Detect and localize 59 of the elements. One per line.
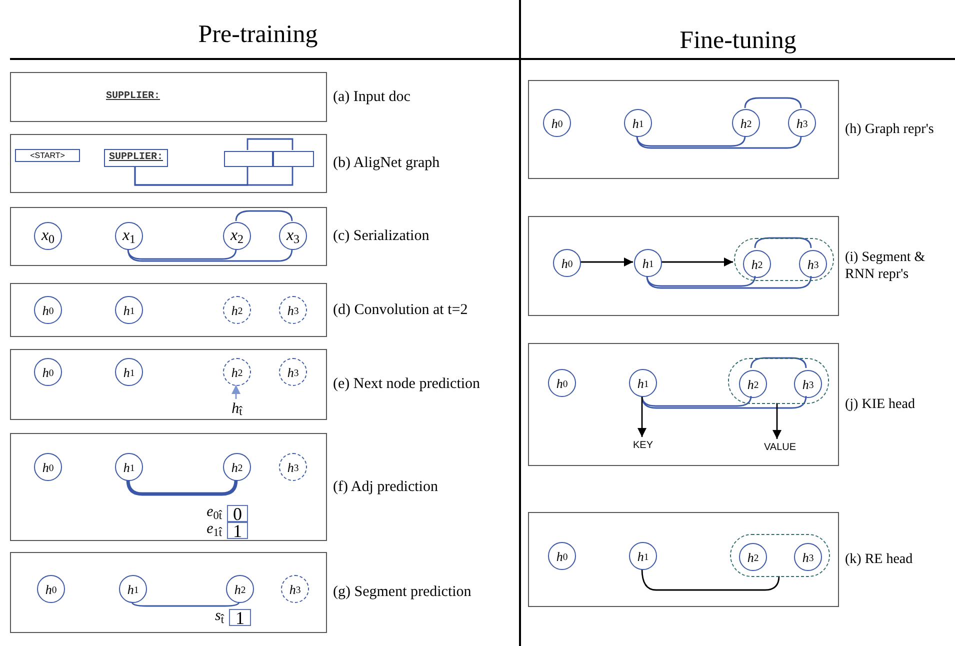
node-label: KEY [623,438,663,454]
connector-line [636,136,802,149]
panel-frame [10,134,327,193]
connector-line [641,396,807,409]
panel-label: (c) Serialization [333,227,430,246]
arrow [661,258,733,266]
arrow [772,403,782,439]
arrow [232,385,240,399]
value-box: 1 [229,609,251,626]
connector-line [641,568,780,591]
dashed-group-outline [734,238,834,281]
panel-label: (b) AligNet graph [333,154,440,174]
arrow [580,258,633,266]
panel-label: (f) Adj prediction [333,478,438,497]
connector-line [646,276,812,289]
panel-frame [528,512,839,607]
panel-label: (h) Graph repr's [845,120,934,138]
panel-label: (e) Next node prediction [333,375,480,394]
document-text: SUPPLIER: [106,90,160,104]
connector-line [131,602,240,607]
panel-frame [10,72,327,122]
dashed-group-outline [730,534,830,577]
token-box: SUPPLIER: [104,149,168,167]
math-label: e$_{0t̂}$ [206,505,222,520]
token-box [224,151,273,167]
arrow [638,396,646,437]
panel-frame [10,283,327,337]
panel-label: (k) RE head [845,550,913,568]
node-label: h$_{t̂}$ [223,400,251,418]
connector-line [641,396,752,407]
panel-frame [528,80,839,179]
connector-line [636,136,746,147]
token-box [273,151,314,167]
column-heading: Pre-training [198,20,318,50]
token-box: <START> [15,149,80,162]
panel-frame [10,552,327,633]
dashed-group-outline [728,358,829,404]
node-label: VALUE [753,440,807,456]
math-label: s$_{t̂}$ [215,609,224,624]
panel-frame [528,343,839,466]
connector-line [646,276,756,287]
panel-label: (a) Input doc [333,88,410,107]
panel-label: (j) KIE head [845,396,915,414]
math-label: e$_{1t̂}$ [206,522,222,537]
connector-line [134,166,294,186]
panel-label: (i) Segment & RNN repr's [845,248,926,284]
panel-frame [528,216,839,316]
panel-label: (d) Convolution at t=2 [333,300,468,320]
connector-line [126,480,238,496]
connector-line [246,138,294,150]
value-box: 0 [227,505,248,522]
panel-label: (g) Segment prediction [333,583,472,602]
column-heading: Fine-tuning [680,26,796,56]
value-box: 1 [227,522,248,539]
connector-line [127,248,237,260]
panel-frame [10,433,327,541]
connector-line [127,248,293,262]
panel-frame [10,349,327,420]
panel-frame [10,207,327,266]
